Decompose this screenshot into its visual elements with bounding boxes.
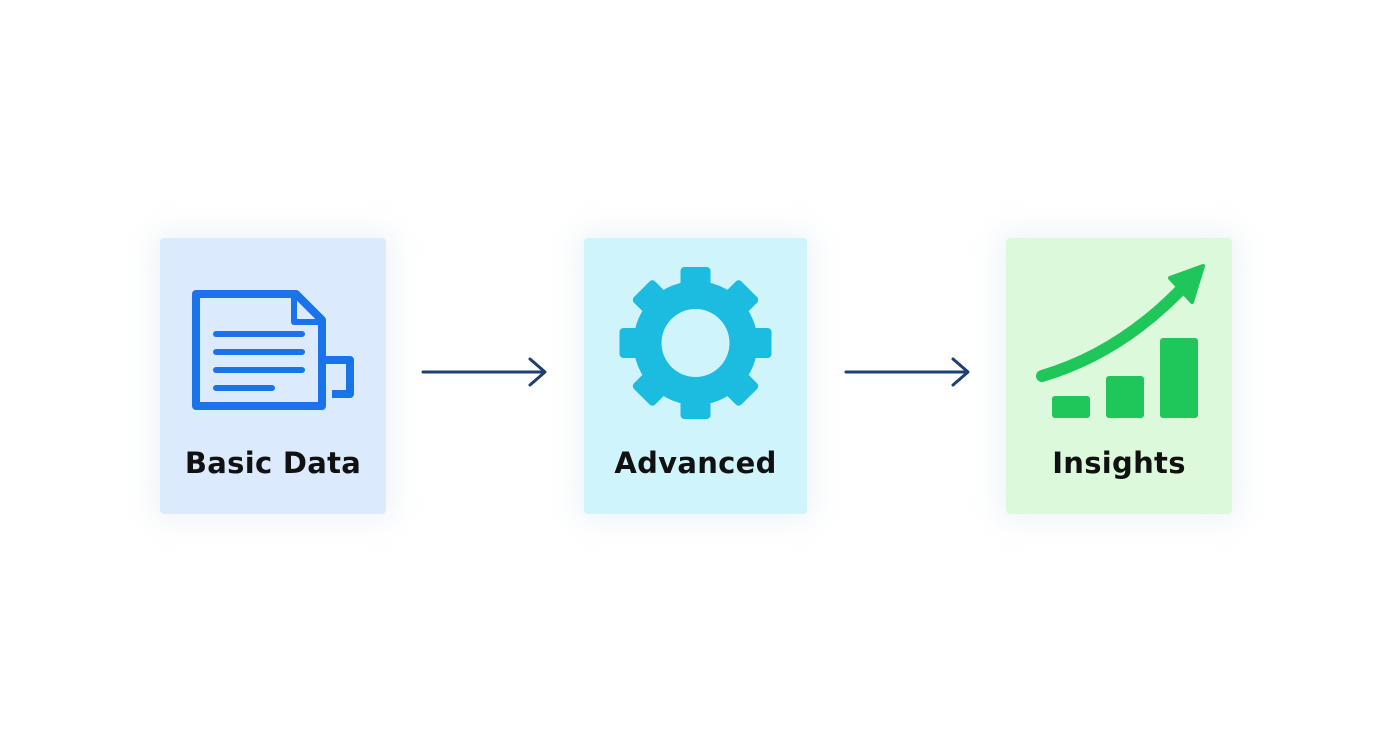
growth-chart-icon: [1006, 238, 1232, 438]
step-card-insights: Insights: [1006, 238, 1232, 514]
step-label-insights: Insights: [1052, 446, 1186, 480]
step-card-advanced: Advanced: [584, 238, 807, 514]
flow-arrow-1: [421, 357, 547, 387]
step-card-basic-data: Basic Data: [160, 238, 386, 514]
flow-arrow-2: [844, 357, 970, 387]
step-label-advanced: Advanced: [614, 446, 777, 480]
step-label-basic-data: Basic Data: [184, 446, 362, 480]
document-icon: [160, 238, 386, 438]
gear-icon: [584, 238, 807, 438]
